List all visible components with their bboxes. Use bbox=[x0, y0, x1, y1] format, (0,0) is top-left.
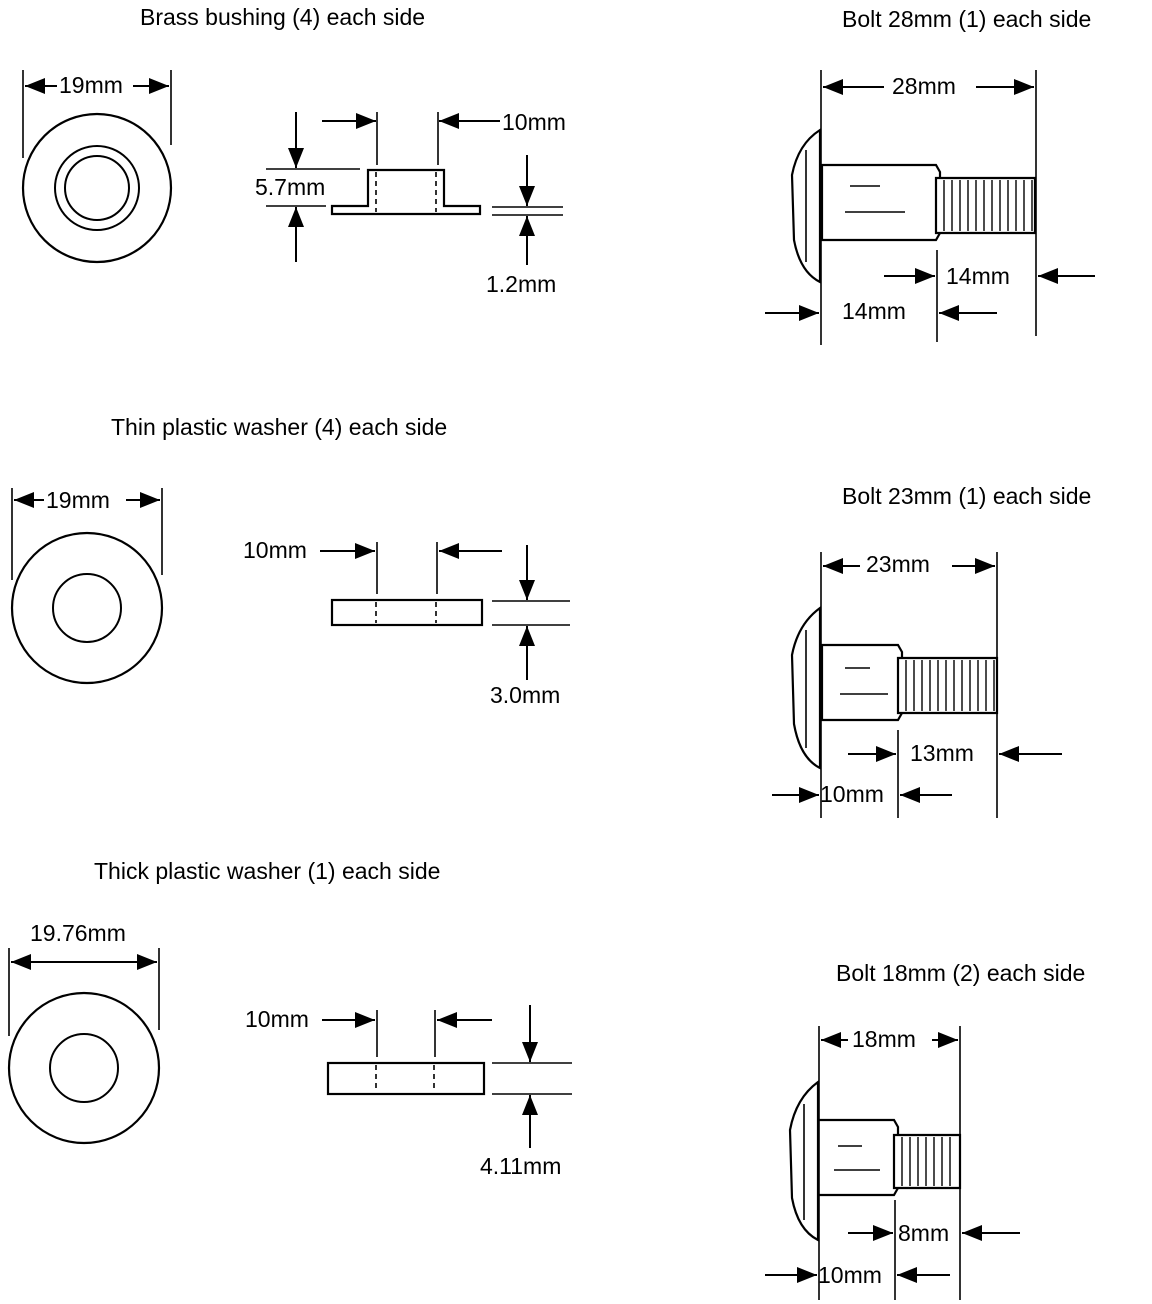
brass-bushing-title: Brass bushing (4) each side bbox=[140, 4, 425, 30]
bolt-18-title: Bolt 18mm (2) each side bbox=[836, 960, 1085, 986]
brass-bushing-top-view bbox=[21, 70, 173, 264]
thick-washer-thickness-label: 4.11mm bbox=[480, 1153, 561, 1179]
thin-washer-top-view bbox=[10, 486, 164, 685]
thick-washer-side-view bbox=[322, 1005, 572, 1148]
bolt-28-thread-length-label: 14mm bbox=[946, 263, 1010, 289]
thick-washer-title: Thick plastic washer (1) each side bbox=[94, 858, 440, 884]
brass-bushing-side-view bbox=[266, 112, 563, 265]
thin-washer-side-view bbox=[320, 542, 570, 680]
bolt-18-drawing bbox=[765, 1026, 1020, 1300]
bolt-23-title: Bolt 23mm (1) each side bbox=[842, 483, 1091, 509]
bolt-23-shank-length-label: 10mm bbox=[820, 781, 884, 807]
bolt-18-length-label: 18mm bbox=[852, 1026, 916, 1052]
bolt-28-length-label: 28mm bbox=[892, 73, 956, 99]
thick-washer-inner-diameter-label: 10mm bbox=[245, 1006, 309, 1032]
bolt-28-drawing bbox=[765, 70, 1095, 345]
bolt-23-length-label: 23mm bbox=[866, 551, 930, 577]
thick-washer-outer-diameter-label: 19.76mm bbox=[30, 920, 126, 946]
thin-washer-outer-diameter-label: 19mm bbox=[46, 487, 110, 513]
thin-washer-thickness-label: 3.0mm bbox=[490, 682, 560, 708]
bolt-23-thread-length-label: 13mm bbox=[910, 740, 974, 766]
brass-bushing-inner-diameter-label: 10mm bbox=[502, 109, 566, 135]
brass-bushing-outer-diameter-label: 19mm bbox=[59, 72, 123, 98]
thick-washer-top-view bbox=[7, 948, 161, 1145]
brass-bushing-height-label: 5.7mm bbox=[255, 174, 325, 200]
bolt-18-thread-length-label: 8mm bbox=[898, 1220, 949, 1246]
bolt-28-title: Bolt 28mm (1) each side bbox=[842, 6, 1091, 32]
thin-washer-inner-diameter-label: 10mm bbox=[243, 537, 307, 563]
thin-washer-title: Thin plastic washer (4) each side bbox=[111, 414, 447, 440]
bolt-23-drawing bbox=[772, 552, 1062, 818]
bolt-28-shank-length-label: 14mm bbox=[842, 298, 906, 324]
bolt-18-shank-length-label: 10mm bbox=[818, 1262, 882, 1288]
brass-bushing-flange-label: 1.2mm bbox=[486, 271, 556, 297]
